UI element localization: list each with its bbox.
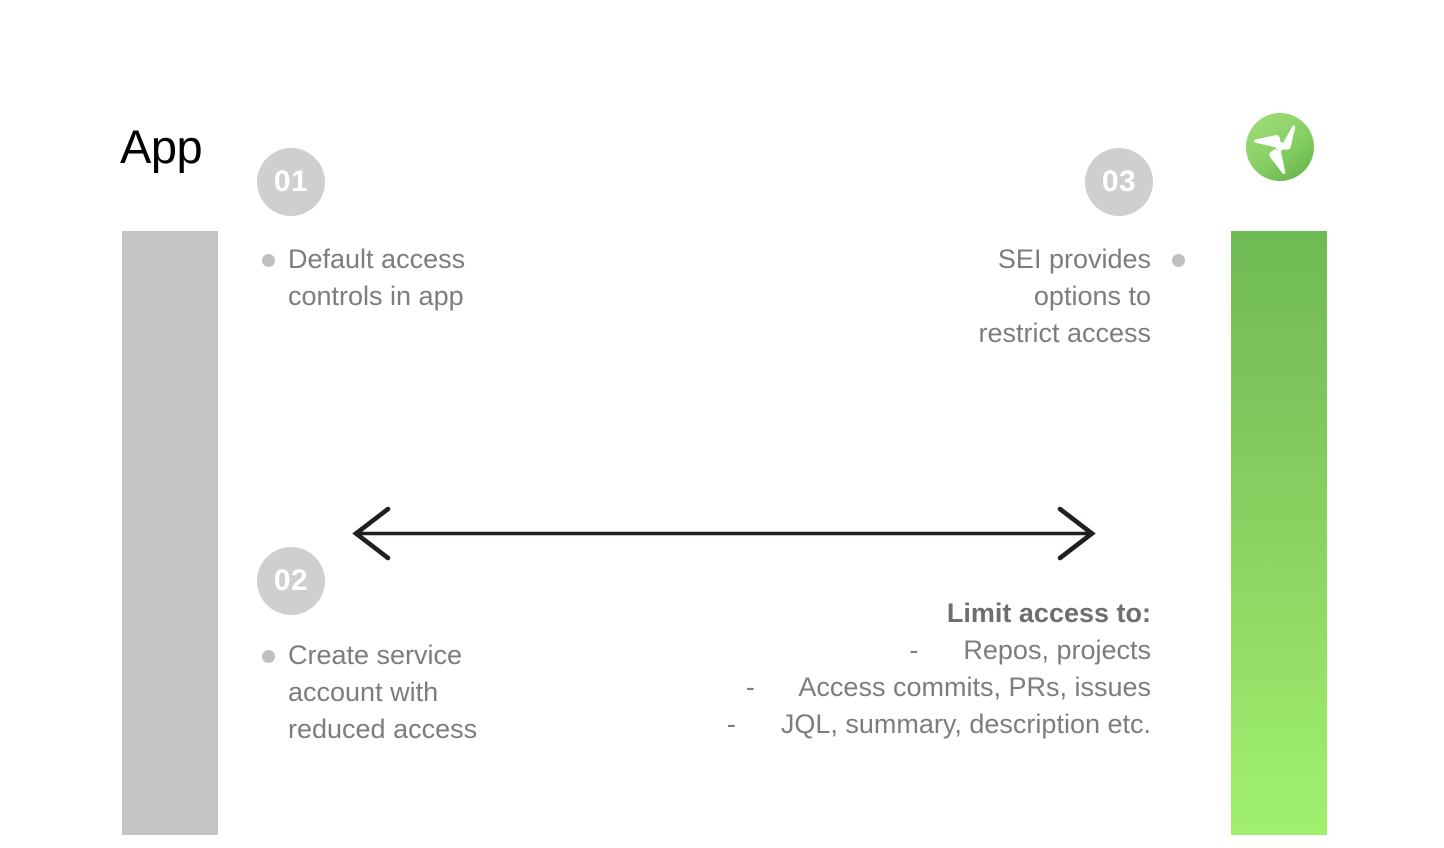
limit-access-item-1: - Repos, projects [909,635,1151,665]
step-text-03: SEI provides options to restrict access [978,241,1151,352]
page-title: App [120,120,203,173]
step-text-01: Default access controls in app [288,241,465,315]
bullet-dot-02 [262,650,275,663]
limit-access-item-2: - Access commits, PRs, issues [745,672,1151,702]
step-text-03-line-1: SEI provides [997,244,1151,274]
step-text-01-line-2: controls in app [288,281,464,311]
step-badge-03: 03 [1085,148,1153,216]
sei-side-bar [1231,231,1327,835]
step-text-02-line-2: account with [288,677,439,707]
step-badge-01: 01 [257,148,325,216]
limit-access-block: Limit access to: - Repos, projects - Acc… [727,595,1151,743]
step-text-02-line-3: reduced access [288,714,478,744]
bullet-dot-01 [262,254,275,267]
limit-access-heading: Limit access to: [946,598,1151,628]
bullet-dot-03 [1172,254,1185,267]
harness-propeller-logo [1245,112,1315,182]
step-text-03-line-2: options to [1033,281,1151,311]
app-side-bar [122,231,218,835]
step-text-01-line-1: Default access [288,244,466,274]
double-headed-arrow [348,505,1100,562]
step-badge-02: 02 [257,547,325,615]
step-text-03-line-3: restrict access [978,318,1151,348]
step-text-02: Create service account with reduced acce… [288,637,477,748]
limit-access-item-3: - JQL, summary, description etc. [726,709,1151,739]
step-text-02-line-1: Create service [288,640,463,670]
